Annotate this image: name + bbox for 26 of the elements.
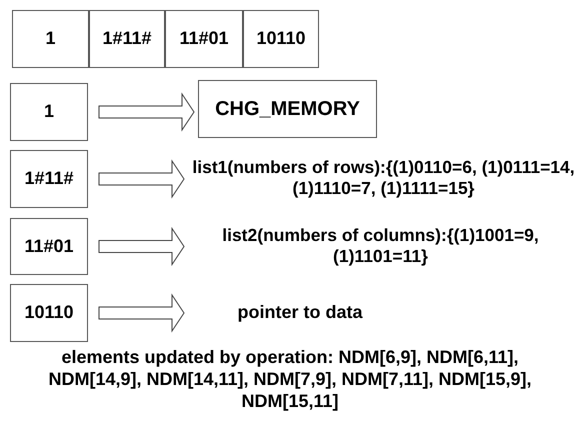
process-box	[10, 218, 88, 275]
box-label: 1#11#	[102, 28, 152, 50]
table-cell	[89, 10, 165, 68]
description-text: list2(numbers of columns):{(1)1001=9, (1)1101=11}	[221, 225, 540, 267]
box-label: 1#11#	[24, 168, 74, 190]
block-arrow	[98, 226, 185, 266]
box-label: CHG_MEMORY	[215, 97, 360, 121]
box-label: 10110	[256, 28, 306, 50]
table-cell	[12, 10, 89, 68]
table-cell	[243, 10, 319, 68]
process-box	[10, 284, 88, 342]
description-text: list1(numbers of rows):{(1)0110=6, (1)0111=14, (1)1110=7, (1)1111=15}	[191, 157, 576, 199]
block-arrow	[98, 92, 195, 132]
block-arrow	[98, 159, 185, 199]
process-box	[10, 83, 88, 141]
description-text: pointer to data	[238, 302, 362, 324]
process-box	[198, 80, 377, 138]
box-label: 11#01	[179, 28, 229, 50]
note-text: elements updated by operation: NDM[6,9], NDM[6,11], NDM[14,9], NDM[14,11], NDM[7,9], NDM[7,11], NDM[15,9], NDM[15,11]	[47, 346, 533, 412]
box-label: 11#01	[24, 236, 74, 258]
box-label: 1	[44, 101, 54, 123]
box-label: 1	[45, 28, 56, 50]
table-cell	[165, 10, 243, 68]
process-box	[10, 150, 88, 208]
box-label: 10110	[24, 302, 74, 324]
block-arrow	[98, 293, 185, 333]
